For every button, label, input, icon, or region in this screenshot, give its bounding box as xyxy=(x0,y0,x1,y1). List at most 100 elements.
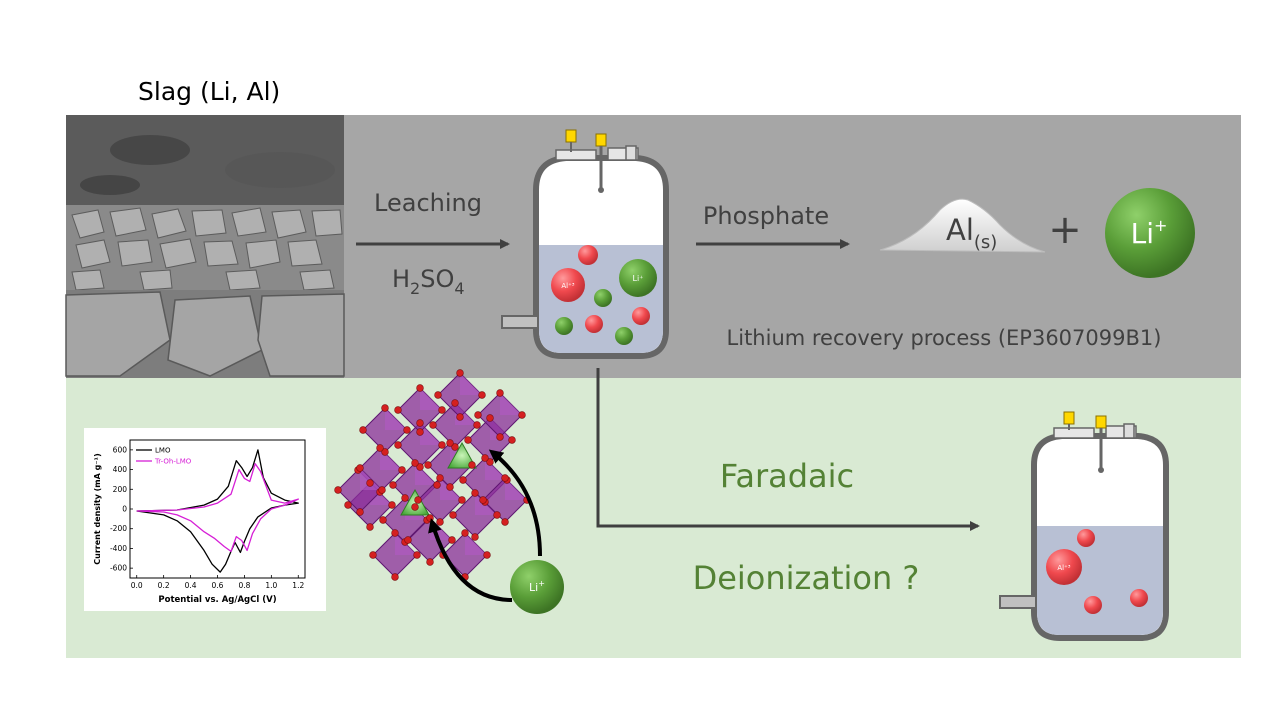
y-tick-label: -200 xyxy=(110,524,127,533)
li-ion-product-label: Li+ xyxy=(1131,216,1168,250)
oxygen-atom xyxy=(449,511,457,519)
x-tick-label: 1.2 xyxy=(292,581,304,590)
oxygen-atom xyxy=(471,489,479,497)
cv-chart-panel xyxy=(84,428,326,611)
x-tick-label: 0.0 xyxy=(131,581,143,590)
oxygen-atom xyxy=(411,503,419,511)
legend-label: LMO xyxy=(155,447,171,455)
oxygen-atom xyxy=(394,406,402,414)
li-ion-label: Li⁺ xyxy=(633,274,644,283)
octahedron-face xyxy=(465,533,487,555)
oxygen-atom xyxy=(446,439,454,447)
oxygen-atom xyxy=(401,494,409,502)
oxygen-atom xyxy=(356,508,364,516)
oxygen-atom xyxy=(356,464,364,472)
y-tick-label: -400 xyxy=(110,544,127,553)
oxygen-atom xyxy=(403,426,411,434)
x-tick-label: 0.4 xyxy=(185,581,197,590)
x-axis-label: Potential vs. Ag/AgCl (V) xyxy=(158,595,276,605)
octahedron-face xyxy=(385,408,407,430)
oxygen-atom xyxy=(398,466,406,474)
oxygen-atom xyxy=(496,433,504,441)
octahedron-face xyxy=(500,393,522,415)
oxygen-atom xyxy=(404,536,412,544)
oxygen-atom xyxy=(424,461,432,469)
y-tick-label: 200 xyxy=(113,485,128,494)
oxygen-atom xyxy=(438,441,446,449)
oxygen-atom xyxy=(426,514,434,522)
faradaic-reactor: Al⁺³ xyxy=(999,411,1169,641)
oxygen-atom xyxy=(391,573,399,581)
oxygen-atom xyxy=(379,516,387,524)
oxygen-atom xyxy=(436,518,444,526)
al-ion-particle-remaining xyxy=(1046,549,1082,585)
x-tick-label: 0.8 xyxy=(238,581,250,590)
oxygen-atom xyxy=(429,421,437,429)
slag-label: Slag (Li, Al) xyxy=(138,77,280,106)
phosphate-label: Phosphate xyxy=(703,202,829,230)
oxygen-atom xyxy=(381,404,389,412)
oxygen-atom xyxy=(456,413,464,421)
oxygen-atom xyxy=(438,406,446,414)
process-label: Lithium recovery process (EP3607099B1) xyxy=(727,326,1162,350)
li-ion-insertion-label: Li+ xyxy=(529,579,545,594)
al-ion-label-remaining: Al⁺³ xyxy=(1057,564,1070,572)
oxygen-atom xyxy=(456,369,464,377)
oxygen-atom xyxy=(413,551,421,559)
x-tick-label: 1.0 xyxy=(265,581,277,590)
x-tick-label: 0.2 xyxy=(158,581,170,590)
oxygen-atom xyxy=(446,483,454,491)
cv-series-line xyxy=(136,463,299,553)
faradaic-label: Faradaic xyxy=(720,457,854,495)
al-powder-pile xyxy=(879,198,1046,253)
octahedron-face xyxy=(420,388,442,410)
legend-label: Tr-Oh-LMO xyxy=(154,458,192,466)
oxygen-atom xyxy=(451,443,459,451)
y-tick-label: -600 xyxy=(110,564,127,573)
oxygen-atom xyxy=(468,461,476,469)
oxygen-atom xyxy=(483,551,491,559)
octahedron-face xyxy=(360,468,382,490)
oxygen-atom xyxy=(436,474,444,482)
oxygen-atom xyxy=(481,454,489,462)
octahedron-face xyxy=(505,478,527,500)
oxygen-atom xyxy=(359,426,367,434)
oxygen-atom xyxy=(378,486,386,494)
acid-label: H2SO4 xyxy=(392,265,465,298)
oxygen-atom xyxy=(391,529,399,537)
oxygen-atom xyxy=(376,444,384,452)
insertion-arrow-upper xyxy=(488,449,542,557)
oxygen-atom xyxy=(496,389,504,397)
deionization-label: Deionization ? xyxy=(693,559,920,597)
al-ion-particle xyxy=(551,268,585,302)
oxygen-atom xyxy=(459,476,467,484)
al-solid-label: Al(s) xyxy=(946,213,997,253)
oxygen-atom xyxy=(478,391,486,399)
li-site-tetrahedron xyxy=(400,488,430,516)
oxygen-atom xyxy=(434,391,442,399)
oxygen-atom xyxy=(366,523,374,531)
y-tick-label: 0 xyxy=(122,505,127,514)
li-site-tetrahedron xyxy=(447,441,477,469)
li-ion-particle xyxy=(619,259,657,297)
oxygen-atom xyxy=(394,441,402,449)
oxygen-atom xyxy=(451,399,459,407)
y-axis-label: Current density (mA g⁻¹) xyxy=(93,453,102,564)
oxygen-atom xyxy=(461,529,469,537)
oxygen-atom xyxy=(471,533,479,541)
oxygen-atom xyxy=(473,421,481,429)
oxygen-atom xyxy=(464,436,472,444)
oxygen-atom xyxy=(416,384,424,392)
oxygen-atom xyxy=(388,501,396,509)
octahedron-face xyxy=(420,423,442,445)
leaching-label: Leaching xyxy=(374,189,482,217)
plus-sign: + xyxy=(1048,207,1082,253)
slag-photo-stack xyxy=(65,115,345,378)
oxygen-atom xyxy=(474,411,482,419)
oxygen-atom xyxy=(508,436,516,444)
oxygen-atom xyxy=(433,481,441,489)
oxygen-atom xyxy=(493,511,501,519)
oxygen-atom xyxy=(426,558,434,566)
oxygen-atom xyxy=(369,551,377,559)
